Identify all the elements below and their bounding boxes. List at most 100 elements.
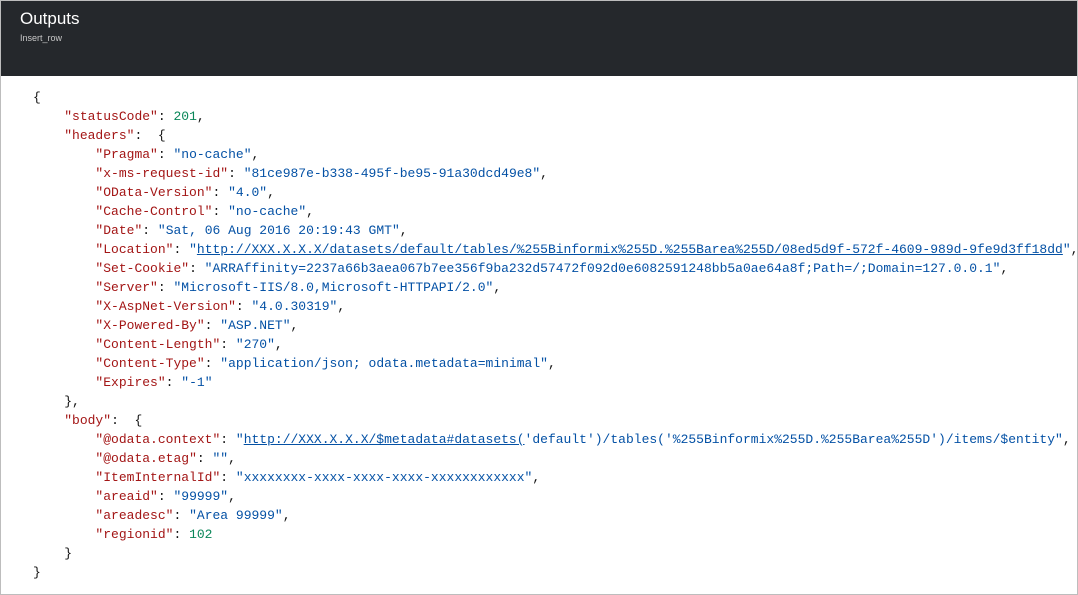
json-key: "X-AspNet-Version"	[95, 299, 236, 314]
json-line: "regionid": 102	[95, 527, 213, 542]
json-string-text: application/json; odata.metadata=minimal	[228, 356, 541, 371]
json-punct: ,	[1070, 242, 1078, 257]
json-link[interactable]: http://XXX.X.X.X/$metadata#datasets(	[243, 432, 525, 447]
json-punct: ,	[274, 337, 283, 352]
json-string-text: 4.0	[235, 185, 260, 200]
json-key-text: @odata.context	[103, 432, 213, 447]
json-brace: {	[33, 90, 41, 105]
json-string-text: -1	[189, 375, 205, 390]
json-line: "Set-Cookie": "ARRAffinity=2237a66b3aea0…	[95, 261, 1009, 276]
json-key-text: Server	[103, 280, 151, 295]
json-key: "areadesc"	[95, 508, 174, 523]
json-key-text: X-Powered-By	[103, 318, 197, 333]
json-punct: ,	[1062, 432, 1071, 447]
panel-subtitle: Insert_row	[20, 33, 63, 43]
json-string-text: Area 99999	[196, 508, 275, 523]
json-line: "OData-Version": "4.0",	[95, 185, 275, 200]
json-key: "statusCode"	[64, 109, 158, 124]
json-punct: ,	[290, 318, 299, 333]
json-key: "X-Powered-By"	[95, 318, 205, 333]
json-key: "ItemInternalId"	[95, 470, 221, 485]
json-key: "Pragma"	[95, 147, 158, 162]
json-line: "Cache-Control": "no-cache",	[95, 204, 314, 219]
panel-title: Outputs	[20, 9, 80, 28]
json-punct: ,	[547, 356, 556, 371]
json-key-text: statusCode	[72, 109, 151, 124]
json-brace: }	[33, 565, 41, 580]
json-line: "Location": "http://XXX.X.X.X/datasets/d…	[95, 242, 1078, 257]
json-line: "areaid": "99999",	[95, 489, 236, 504]
json-punct: ,	[267, 185, 275, 200]
json-key-text: body	[72, 413, 104, 428]
json-key-text: OData-Version	[103, 185, 205, 200]
json-punct: ,	[1000, 261, 1009, 276]
json-string: "Sat, 06 Aug 2016 20:19:43 GMT"	[157, 223, 400, 238]
json-key: "Content-Length"	[95, 337, 221, 352]
json-string: "99999"	[173, 489, 229, 504]
json-line: "ItemInternalId": "xxxxxxxx-xxxx-xxxx-xx…	[95, 470, 541, 485]
json-string: "ARRAffinity=2237a66b3aea067b7ee356f9ba2…	[204, 261, 1001, 276]
json-key-text: x-ms-request-id	[103, 166, 221, 181]
json-string: "no-cache"	[173, 147, 252, 162]
json-string-text: xxxxxxxx-xxxx-xxxx-xxxx-xxxxxxxxxxxx	[243, 470, 525, 485]
json-line: "statusCode": 201,	[64, 109, 205, 124]
json-line: "Expires": "-1"	[95, 375, 213, 390]
json-string-text: 'default')/tables('%255Binformix%255D.%2…	[524, 432, 1056, 447]
json-key: "headers"	[64, 128, 135, 143]
json-key: "body"	[64, 413, 112, 428]
json-string: "http://XXX.X.X.X/datasets/default/table…	[189, 242, 1071, 257]
json-number: 102	[189, 527, 213, 542]
json-key-text: Content-Type	[103, 356, 197, 371]
json-string: "4.0.30319"	[251, 299, 338, 314]
json-line: "headers": {	[64, 128, 166, 143]
json-punct: ,	[306, 204, 314, 219]
json-line: }	[33, 563, 1078, 582]
json-punct: ,	[228, 451, 236, 466]
json-key-text: headers	[72, 128, 127, 143]
json-brace: }	[64, 546, 73, 561]
json-line: "@odata.etag": "",	[95, 451, 236, 466]
json-line: "body": {	[64, 413, 143, 428]
json-line: "areadesc": "Area 99999",	[95, 508, 291, 523]
json-punct: ,	[493, 280, 502, 295]
json-string-text: ASP.NET	[228, 318, 283, 333]
json-line: {	[33, 88, 1078, 107]
json-key: "Expires"	[95, 375, 166, 390]
json-line: "Server": "Microsoft-IIS/8.0,Microsoft-H…	[95, 280, 502, 295]
json-output: { "statusCode": 201, "headers": { "Pragm…	[33, 88, 1078, 582]
json-string-text: 270	[243, 337, 268, 352]
json-key-text: areadesc	[103, 508, 166, 523]
json-string-text: 4.0.30319	[259, 299, 330, 314]
json-punct: ,	[228, 489, 236, 504]
json-punct: ,	[196, 109, 205, 124]
json-line: "Pragma": "no-cache",	[95, 147, 260, 162]
json-key-text: Set-Cookie	[103, 261, 182, 276]
json-key-text: Content-Length	[103, 337, 213, 352]
panel-header: Outputs Insert_row	[1, 1, 1077, 76]
json-string-text: Sat, 06 Aug 2016 20:19:43 GMT	[165, 223, 392, 238]
json-punct: ,	[532, 470, 541, 485]
json-string: "xxxxxxxx-xxxx-xxxx-xxxx-xxxxxxxxxxxx"	[235, 470, 533, 485]
json-key-text: @odata.etag	[103, 451, 190, 466]
json-key-text: X-AspNet-Version	[103, 299, 229, 314]
json-string-text: 81ce987e-b338-495f-be95-91a30dcd49e8	[251, 166, 533, 181]
json-string: "81ce987e-b338-495f-be95-91a30dcd49e8"	[243, 166, 541, 181]
json-key: "regionid"	[95, 527, 174, 542]
json-key: "Set-Cookie"	[95, 261, 190, 276]
json-string: "http://XXX.X.X.X/$metadata#datasets('de…	[235, 432, 1063, 447]
json-line: "@odata.context": "http://XXX.X.X.X/$met…	[95, 432, 1071, 447]
json-key-text: areaid	[103, 489, 151, 504]
json-key-text: Location	[103, 242, 166, 257]
json-link[interactable]: http://XXX.X.X.X/datasets/default/tables…	[196, 242, 1063, 257]
json-key-text: ItemInternalId	[103, 470, 213, 485]
json-line: "x-ms-request-id": "81ce987e-b338-495f-b…	[95, 166, 548, 181]
json-key: "x-ms-request-id"	[95, 166, 229, 181]
json-string: "Microsoft-IIS/8.0,Microsoft-HTTPAPI/2.0…	[173, 280, 494, 295]
json-line: },	[33, 392, 1078, 411]
json-string-text: Microsoft-IIS/8.0,Microsoft-HTTPAPI/2.0	[181, 280, 486, 295]
json-line: "Content-Length": "270",	[95, 337, 283, 352]
json-punct: {	[126, 413, 143, 428]
json-key-text: Expires	[103, 375, 158, 390]
json-punct: ,	[251, 147, 260, 162]
